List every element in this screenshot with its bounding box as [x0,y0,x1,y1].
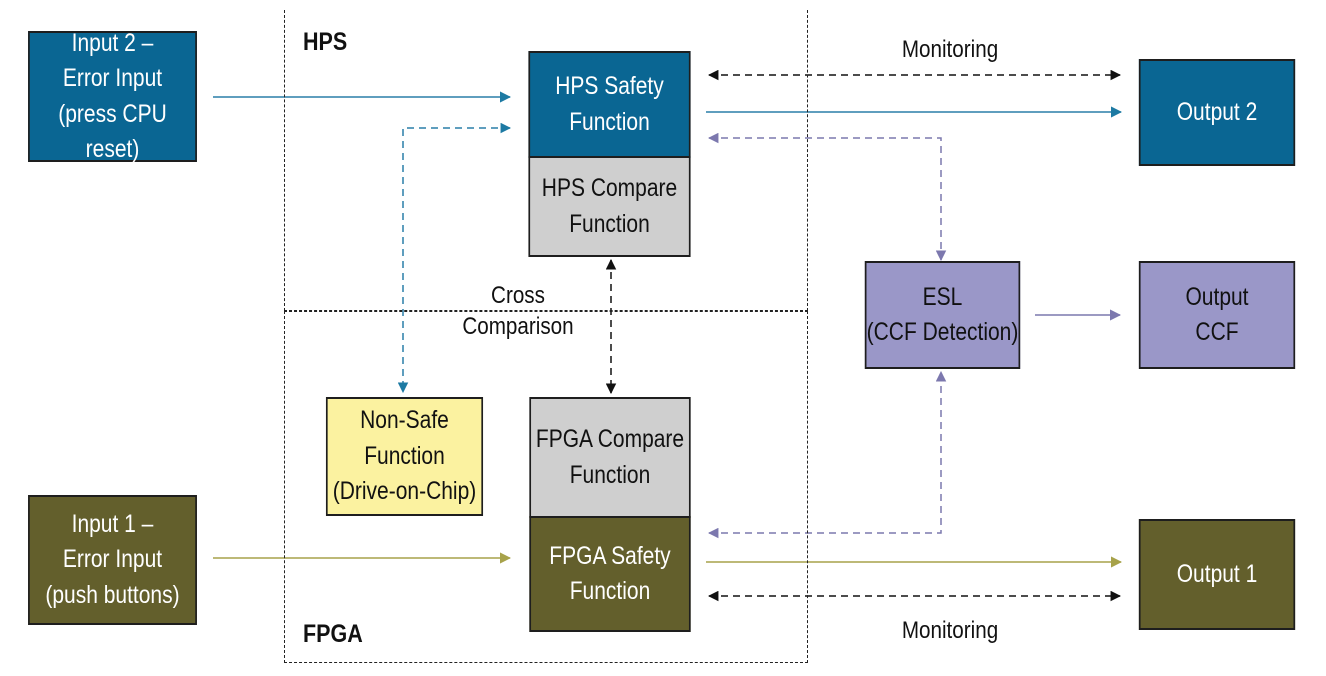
output2-box: Output 2 [1138,59,1296,166]
fpga-region [284,311,808,663]
input2-label: Input 2 – Error Input (press CPU reset) [58,28,167,164]
monitoring-top-label: Monitoring [901,36,999,63]
non-safe-function-label: Non-Safe Function (Drive-on-Chip) [332,406,477,506]
hps-safety-function-label: HPS Safety Function [555,72,664,136]
esl-box: ESL (CCF Detection) [864,261,1021,369]
fpga-compare-function-box: FPGA Compare Function [529,397,691,518]
esl-label: ESL (CCF Detection) [866,282,1019,347]
fpga-safety-function-box: FPGA Safety Function [529,516,691,632]
hps-compare-function-label: HPS Compare Function [541,174,678,238]
input1-box: Input 1 – Error Input (push buttons) [28,495,197,625]
output1-label: Output 1 [1176,559,1258,588]
output2-label: Output 2 [1176,97,1258,126]
output-ccf-box: Output CCF [1138,261,1296,369]
monitoring-bottom-label: Monitoring [901,617,999,644]
hps-region-label: HPS [303,28,348,56]
fpga-region-label: FPGA [303,620,363,648]
output1-box: Output 1 [1138,519,1296,630]
esl-to-fpga-arrow [707,370,947,539]
input2-box: Input 2 – Error Input (press CPU reset) [28,29,197,163]
fpga-safety-function-label: FPGA Safety Function [549,541,671,606]
input1-label: Input 1 – Error Input (push buttons) [45,509,180,609]
hps-safety-function-box: HPS Safety Function [528,51,691,158]
hps-compare-function-box: HPS Compare Function [528,156,691,257]
hps-to-nonsafe-arrow [397,122,512,394]
esl-to-hps-arrow [707,132,947,262]
output-ccf-label: Output CCF [1185,282,1249,347]
non-safe-function-box: Non-Safe Function (Drive-on-Chip) [325,397,484,516]
hps-region [284,10,808,311]
fpga-compare-function-label: FPGA Compare Function [535,425,685,489]
cross-comparison-label: Cross Comparison [462,282,574,341]
